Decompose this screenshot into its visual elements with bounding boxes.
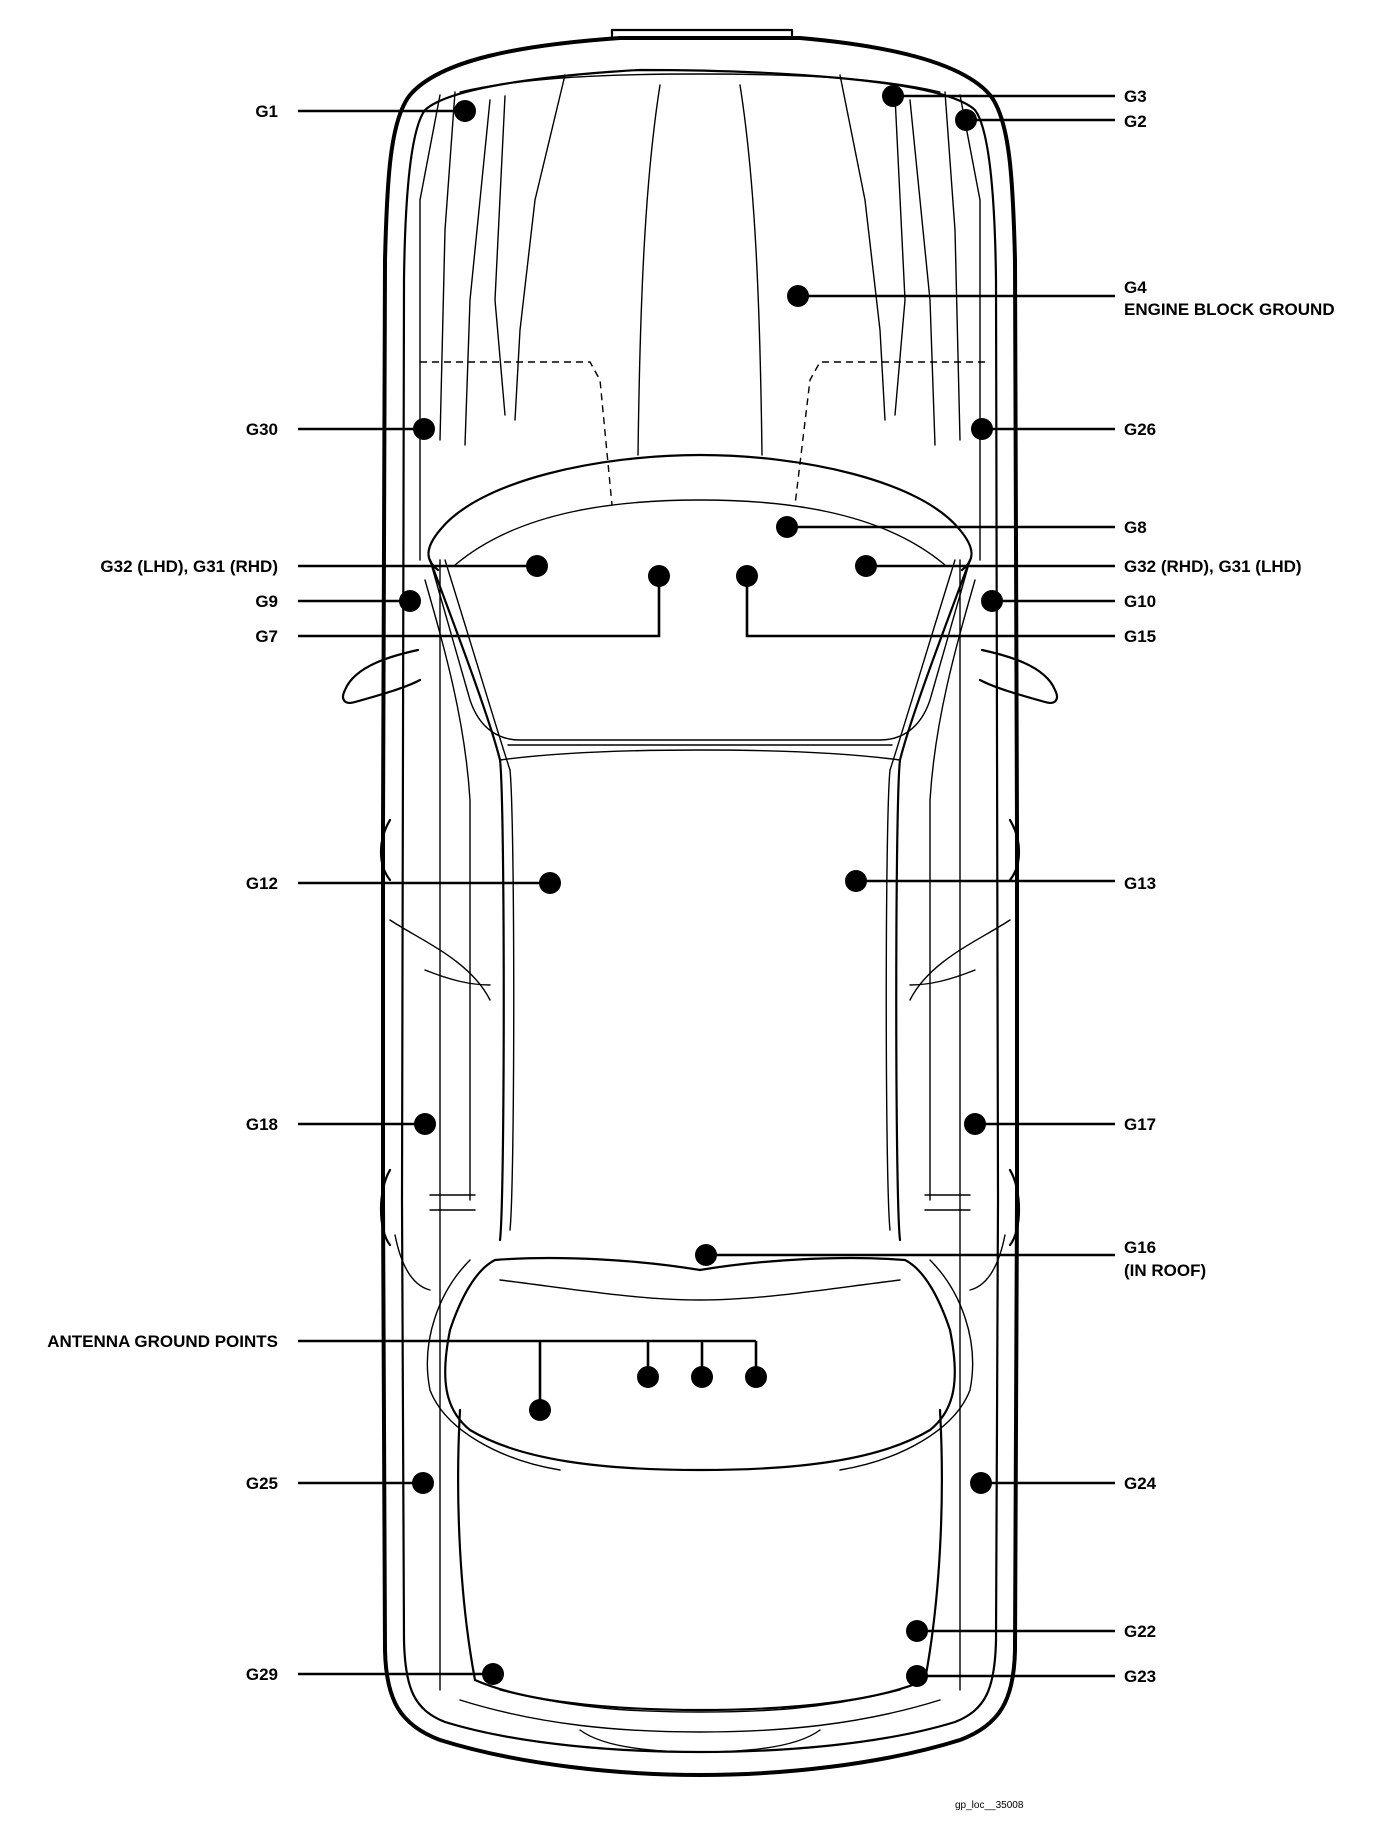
ground-point-g29 [482, 1663, 504, 1685]
ground-point-g24 [970, 1472, 992, 1494]
left-mirror [341, 648, 422, 704]
ground-point-g32-left [526, 555, 548, 577]
body-inner-line [400, 68, 1000, 1754]
ground-point-g16 [695, 1244, 717, 1266]
ground-point-g15 [736, 565, 758, 587]
label-g7: G7 [255, 627, 278, 646]
antenna-ground-point-2 [637, 1366, 659, 1388]
label-g4: G4 [1124, 278, 1147, 297]
ground-point-g1 [454, 100, 476, 122]
ground-point-g12 [539, 872, 561, 894]
ground-point-g26 [971, 418, 993, 440]
ground-point-g13 [845, 870, 867, 892]
ground-point-g8 [776, 516, 798, 538]
ground-point-g4 [787, 285, 809, 307]
ground-point-g18 [414, 1113, 436, 1135]
ground-point-g10 [981, 590, 1003, 612]
label-g12: G12 [246, 874, 278, 893]
label-g4-description: ENGINE BLOCK GROUND [1124, 300, 1335, 319]
label-g26: G26 [1124, 420, 1156, 439]
front-badge-strip [610, 28, 794, 40]
ground-point-g25 [412, 1472, 434, 1494]
ground-point-g17 [964, 1113, 986, 1135]
label-g10: G10 [1124, 592, 1156, 611]
label-g23: G23 [1124, 1667, 1156, 1686]
ground-point-dots [399, 85, 1003, 1687]
ground-point-g2 [955, 109, 977, 131]
antenna-ground-point-1 [529, 1399, 551, 1421]
label-g16-description: (IN ROOF) [1124, 1261, 1206, 1280]
label-g1: G1 [255, 102, 278, 121]
ground-point-g3 [882, 85, 904, 107]
ground-point-g7 [648, 565, 670, 587]
right-mirror [978, 648, 1059, 704]
label-g29: G29 [246, 1665, 278, 1684]
label-g13: G13 [1124, 874, 1156, 893]
label-g3: G3 [1124, 87, 1147, 106]
trunk-lid [457, 1408, 943, 1712]
label-g24: G24 [1124, 1474, 1157, 1493]
drawing-code: gp_loc__35008 [955, 1800, 1024, 1811]
label-g30: G30 [246, 420, 278, 439]
ground-point-labels: G1 G3 G2 G4 ENGINE BLOCK GROUND G30 G26 … [47, 87, 1334, 1811]
label-g15: G15 [1124, 627, 1156, 646]
rear-window [444, 1256, 956, 1472]
windshield [438, 453, 973, 572]
label-g2: G2 [1124, 112, 1147, 131]
label-g9: G9 [255, 592, 278, 611]
car-body-outline [381, 36, 1019, 1777]
label-g25: G25 [246, 1474, 278, 1493]
label-g16: G16 [1124, 1238, 1156, 1257]
antenna-ground-point-3 [691, 1366, 713, 1388]
ground-point-g9 [399, 590, 421, 612]
label-g22: G22 [1124, 1622, 1156, 1641]
label-antenna-ground-points: ANTENNA GROUND POINTS [47, 1332, 278, 1351]
label-g18: G18 [246, 1115, 278, 1134]
ground-point-g32-right [855, 555, 877, 577]
label-g8: G8 [1124, 518, 1147, 537]
ground-point-g22 [906, 1620, 928, 1642]
car-outline [341, 28, 1059, 1777]
label-g17: G17 [1124, 1115, 1156, 1134]
label-g32-left: G32 (LHD), G31 (RHD) [100, 557, 278, 576]
ground-point-g23 [906, 1665, 928, 1687]
antenna-ground-point-4 [745, 1366, 767, 1388]
label-g32-right: G32 (RHD), G31 (LHD) [1124, 557, 1302, 576]
ground-point-g30 [413, 418, 435, 440]
